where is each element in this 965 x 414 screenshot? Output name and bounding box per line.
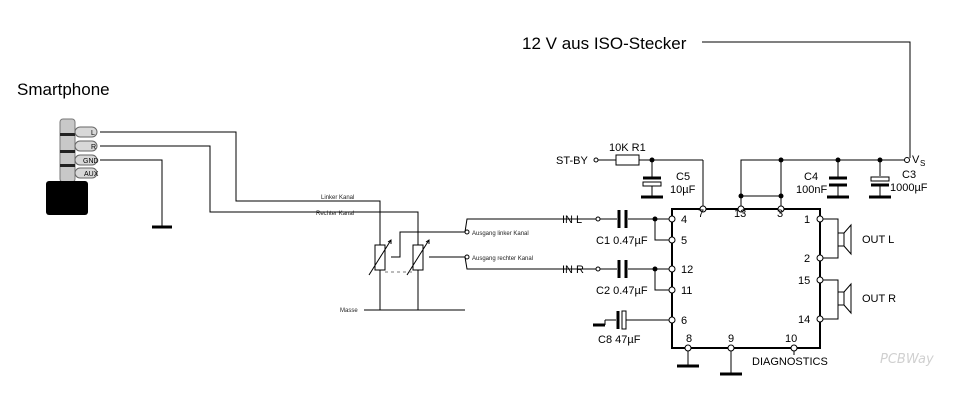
c2-label: C2 0.47µF xyxy=(596,285,648,297)
wire-right-channel xyxy=(100,145,419,310)
wire-to-in-l xyxy=(464,218,596,233)
c5-name: C5 xyxy=(676,171,690,183)
wire-pot-left-out xyxy=(391,231,465,258)
vs-terminal xyxy=(904,157,910,163)
supply-wire xyxy=(702,41,911,158)
supply-title: 12 V aus ISO-Stecker xyxy=(522,34,687,53)
label-right-out: Ausgang rechter Kanal xyxy=(472,256,533,262)
potentiometer-right xyxy=(406,239,430,276)
label-right-in: Rechter Kanal xyxy=(316,211,354,217)
svg-text:7: 7 xyxy=(698,208,704,220)
standby-label: ST-BY xyxy=(556,155,588,167)
c3-name: C3 xyxy=(902,169,916,181)
c4-value: 100nF xyxy=(796,184,827,196)
r1-label: 10K R1 xyxy=(609,142,646,154)
wire-to-in-r xyxy=(464,256,596,270)
in-l-label: IN L xyxy=(562,214,582,226)
svg-text:13: 13 xyxy=(734,208,746,220)
svg-text:5: 5 xyxy=(681,235,687,247)
jack-pin-aux: AUX xyxy=(84,171,99,178)
ic-bottom-pins xyxy=(684,344,798,352)
svg-text:6: 6 xyxy=(681,315,687,327)
wire-gnd xyxy=(100,159,163,226)
jack-pin-r: R xyxy=(91,144,96,151)
c1-label: C1 0.47µF xyxy=(596,235,648,247)
speaker-out-l-icon xyxy=(837,223,852,256)
vs-sub: S xyxy=(920,159,925,168)
svg-text:10: 10 xyxy=(785,333,797,345)
label-left-in: Linker Kanal xyxy=(321,195,354,201)
in-r-label: IN R xyxy=(562,264,584,276)
wire-left-channel xyxy=(100,131,381,310)
svg-text:3: 3 xyxy=(777,208,783,220)
ic-top-pins xyxy=(699,205,785,213)
out-r-label: OUT R xyxy=(862,293,896,305)
watermark: PCBWay xyxy=(880,352,934,367)
diagnostics-label: DIAGNOSTICS xyxy=(752,356,828,368)
ic-right-pins xyxy=(816,215,824,323)
jack-pin-gnd: GND xyxy=(83,158,99,165)
vs-label: V xyxy=(912,154,920,166)
speaker-out-r-icon xyxy=(837,282,852,315)
capacitor-c3 xyxy=(870,176,890,182)
device-label: Smartphone xyxy=(17,80,110,99)
svg-text:8: 8 xyxy=(686,333,692,345)
resistor-r1 xyxy=(615,154,640,166)
c8-label: C8 47µF xyxy=(598,334,641,346)
svg-text:9: 9 xyxy=(728,333,734,345)
label-left-out: Ausgang linker Kanal xyxy=(472,231,529,237)
potentiometer-left xyxy=(368,239,392,276)
svg-text:15: 15 xyxy=(798,275,810,287)
svg-text:11: 11 xyxy=(681,285,692,297)
c5-value: 10µF xyxy=(670,184,696,196)
label-masse: Masse xyxy=(340,308,358,314)
ic-left-pins xyxy=(668,215,676,324)
jack-pin-l: L xyxy=(91,130,95,137)
svg-text:12: 12 xyxy=(681,264,693,276)
svg-text:2: 2 xyxy=(804,253,810,265)
c3-value: 1000µF xyxy=(890,182,928,194)
c4-name: C4 xyxy=(804,171,818,183)
svg-text:14: 14 xyxy=(798,314,810,326)
svg-text:1: 1 xyxy=(804,214,810,226)
supply-rail xyxy=(740,159,905,209)
out-l-label: OUT L xyxy=(862,234,894,246)
audio-jack-icon xyxy=(46,118,98,215)
svg-text:4: 4 xyxy=(681,214,687,226)
